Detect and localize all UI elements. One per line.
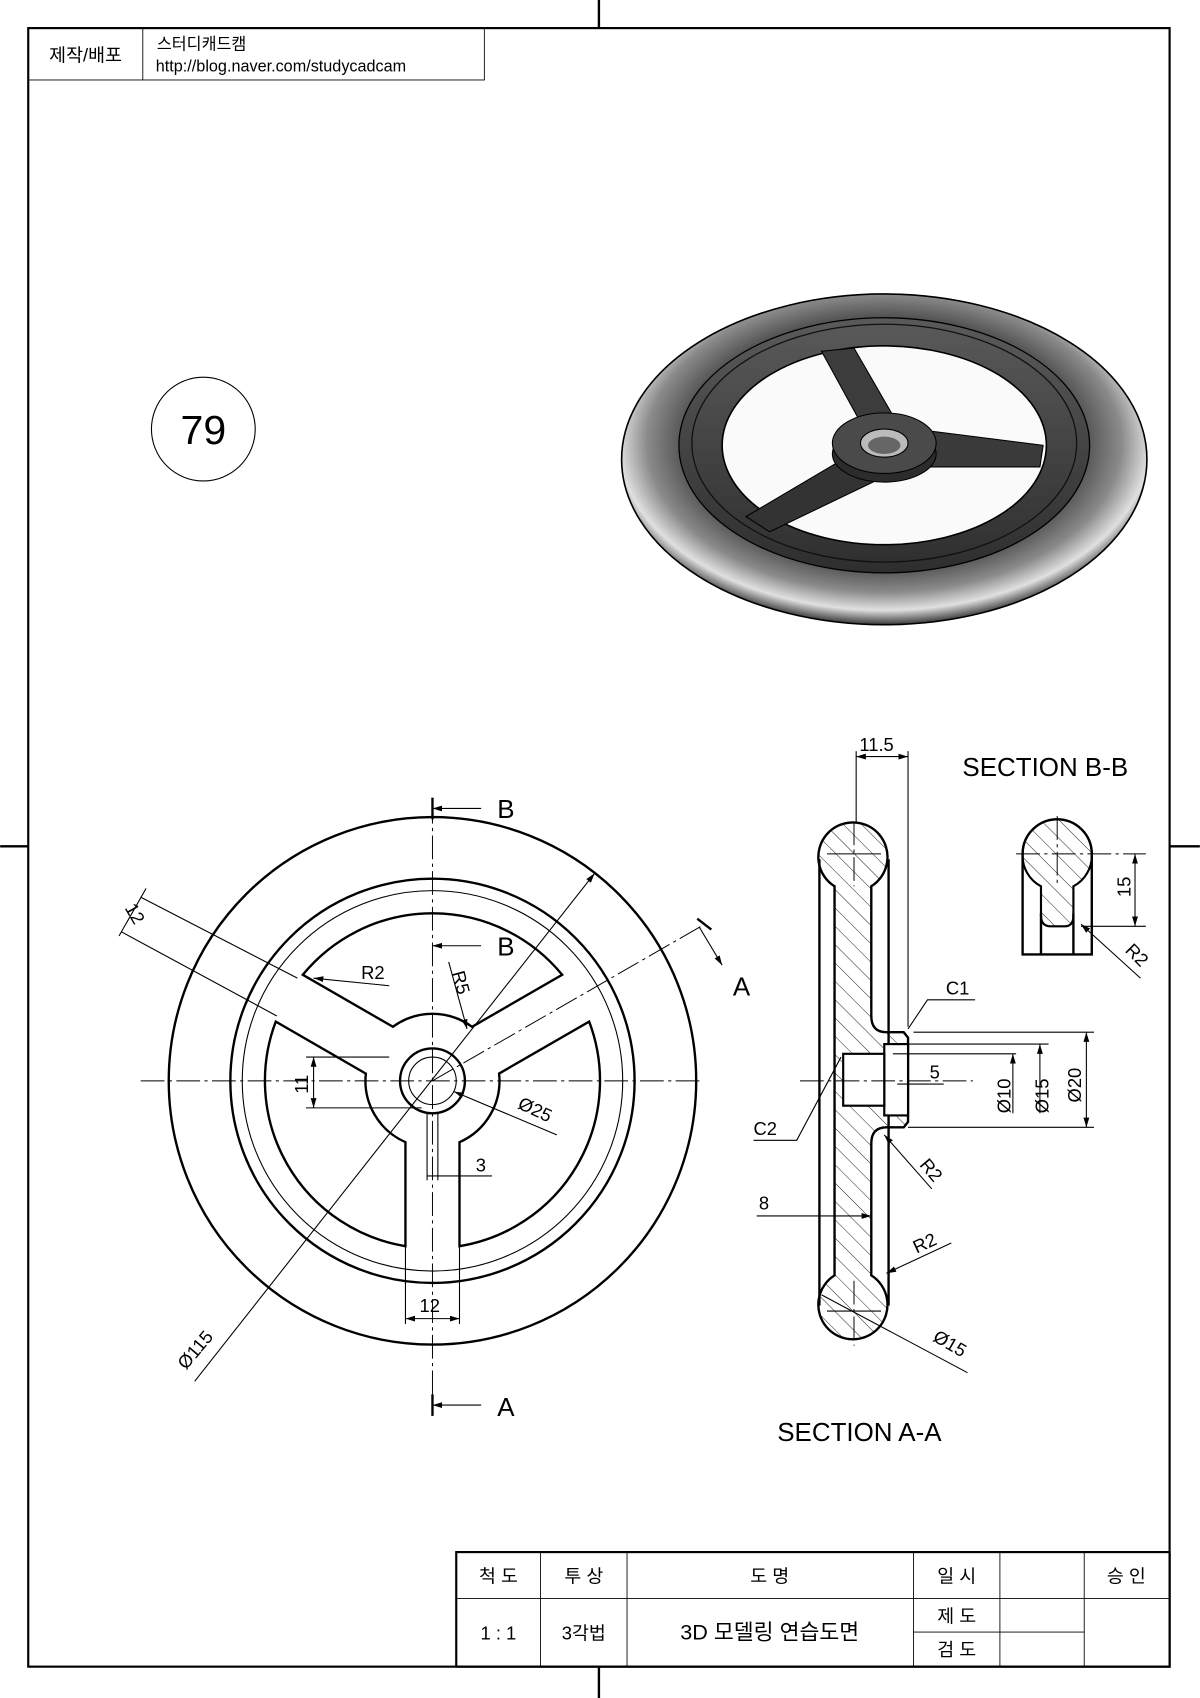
drawing-name-label: 도 명 [750,1565,789,1586]
approval-label: 승 인 [1107,1565,1146,1586]
dim-c2: C2 [753,1118,776,1139]
spoke-cutout [300,912,564,1029]
dim-spoke-width: 12 [121,899,149,927]
scale-label: 척 도 [479,1565,518,1586]
publisher-name: 스터디캐드캠 [157,36,246,54]
dim-r2-rim: R2 [910,1228,940,1257]
front-view: B B A A 12 R2 R5 11 Ø25 3 12 Ø115 [118,796,751,1422]
dim-r5: R5 [448,968,474,996]
publisher-url[interactable]: http://blog.naver.com/studycadcam [156,57,406,75]
section-b-marker-top: B [497,796,514,824]
section-b-marker-bottom: B [497,933,514,961]
dim-r2: R2 [361,962,384,983]
dim-dia-10: Ø10 [994,1079,1015,1114]
section-a-marker-bottom: A [497,1394,515,1422]
section-b-b: 15 R2 SECTION B-B [962,754,1153,979]
projection-label: 투 상 [564,1565,603,1586]
dim-3: 3 [476,1155,486,1176]
section-a-a: 11.5 C1 5 Ø10 Ø15 Ø20 C2 R2 8 R2 Ø15 SEC… [753,734,1094,1447]
dim-dia-15-hub: Ø15 [1032,1079,1053,1114]
dim-15-bb: 15 [1114,877,1135,897]
projection-value: 3각법 [562,1623,606,1644]
scale-value: 1 : 1 [481,1623,517,1644]
publisher-box: 제작/배포 스터디캐드캠 http://blog.naver.com/study… [27,27,485,81]
spoke-cutout [458,1019,602,1248]
dim-c1: C1 [946,977,969,998]
drawn-by-label: 제 도 [937,1605,976,1626]
publisher-label: 제작/배포 [49,45,122,66]
dim-5: 5 [930,1062,940,1083]
dim-dia-25: Ø25 [515,1092,555,1126]
problem-number-badge: 79 [150,376,256,482]
dim-11-5: 11.5 [859,734,893,755]
dim-12-bottom: 12 [419,1295,439,1316]
drawing-name: 3D 모델링 연습도면 [680,1620,859,1645]
dim-dia-20: Ø20 [1064,1068,1085,1103]
section-a-marker-top: A [733,973,751,1001]
section-a-a-title: SECTION A-A [777,1419,942,1447]
checked-by-label: 검 도 [937,1639,976,1660]
dim-r2-hub: R2 [916,1154,947,1185]
dim-dia-115: Ø115 [173,1326,217,1373]
date-label: 일 시 [937,1565,976,1586]
dim-8: 8 [759,1192,769,1213]
dim-11: 11 [291,1075,312,1094]
spoke-cutout [263,1019,407,1248]
section-b-b-title: SECTION B-B [962,754,1128,782]
spoke-cutouts [263,912,602,1248]
isometric-render [620,293,1148,626]
problem-number: 79 [180,407,226,453]
title-block: 척 도 투 상 도 명 일 시 승 인 1 : 1 3각법 3D 모델링 연습도… [455,1551,1171,1668]
